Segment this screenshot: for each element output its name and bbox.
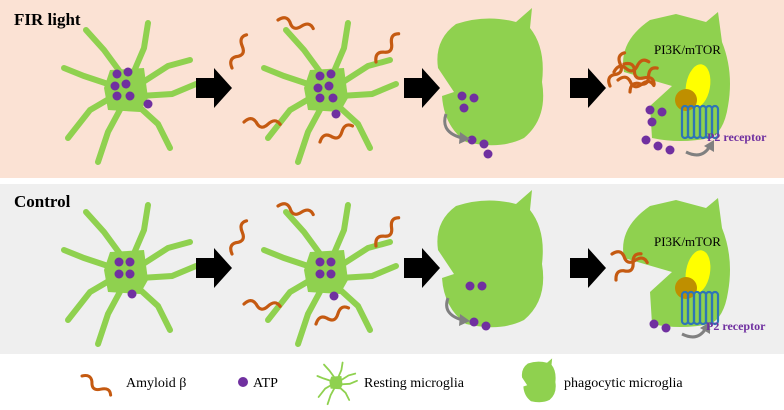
- legend-atp-label: ATP: [253, 376, 278, 391]
- feedback-arrowhead: [704, 140, 714, 152]
- legend-resting-label: Resting microglia: [364, 376, 464, 391]
- legend-amyloid-label: Amyloid β: [126, 376, 187, 391]
- receptor-label: P2 receptor: [707, 130, 767, 144]
- atp-cluster: [313, 69, 341, 119]
- resting-microglia-legend-icon: [316, 361, 358, 406]
- phagocytic-microglia: [623, 12, 730, 141]
- receptor-label: P2 receptor: [706, 319, 766, 333]
- arrow-3: [570, 68, 606, 108]
- resting-microglia: [264, 23, 396, 162]
- phagocytic-microglia-legend-icon: [521, 358, 556, 403]
- atp-legend-icon: [238, 377, 248, 387]
- atp-cluster: [641, 105, 675, 155]
- release-arrowhead: [459, 314, 470, 326]
- pathway-label: PI3K/mTOR: [654, 234, 721, 249]
- arrow-2: [404, 248, 440, 288]
- arrow-1: [196, 248, 232, 288]
- fir-light-panel: FIR light: [0, 0, 784, 178]
- atp-cluster: [457, 91, 493, 159]
- atp-cluster: [110, 67, 153, 109]
- phagocytic-microglia: [437, 190, 544, 328]
- arrow-3: [570, 248, 606, 288]
- arrow-2: [404, 68, 440, 108]
- legend: Amyloid β ATP Resting microglia phagocyt…: [0, 354, 784, 410]
- atp-cluster: [315, 257, 339, 301]
- atp-cluster: [114, 257, 137, 299]
- phagocytic-microglia: [623, 198, 730, 327]
- release-arrow: [445, 297, 463, 322]
- release-arrowhead: [459, 132, 470, 144]
- phagocytic-microglia: [437, 8, 544, 146]
- feedback-arrowhead: [700, 322, 710, 334]
- fir-light-title: FIR light: [14, 10, 81, 29]
- nucleus: [675, 277, 697, 299]
- atp-cluster: [649, 319, 671, 333]
- arrow-1: [196, 68, 232, 108]
- atp-cluster: [465, 281, 491, 331]
- pathway-label: PI3K/mTOR: [654, 42, 721, 57]
- control-title: Control: [14, 192, 71, 211]
- amyloid-legend-icon: [79, 369, 114, 401]
- control-panel: Control: [0, 184, 784, 354]
- legend-phagocytic-label: phagocytic microglia: [564, 376, 683, 391]
- release-arrow: [443, 113, 463, 140]
